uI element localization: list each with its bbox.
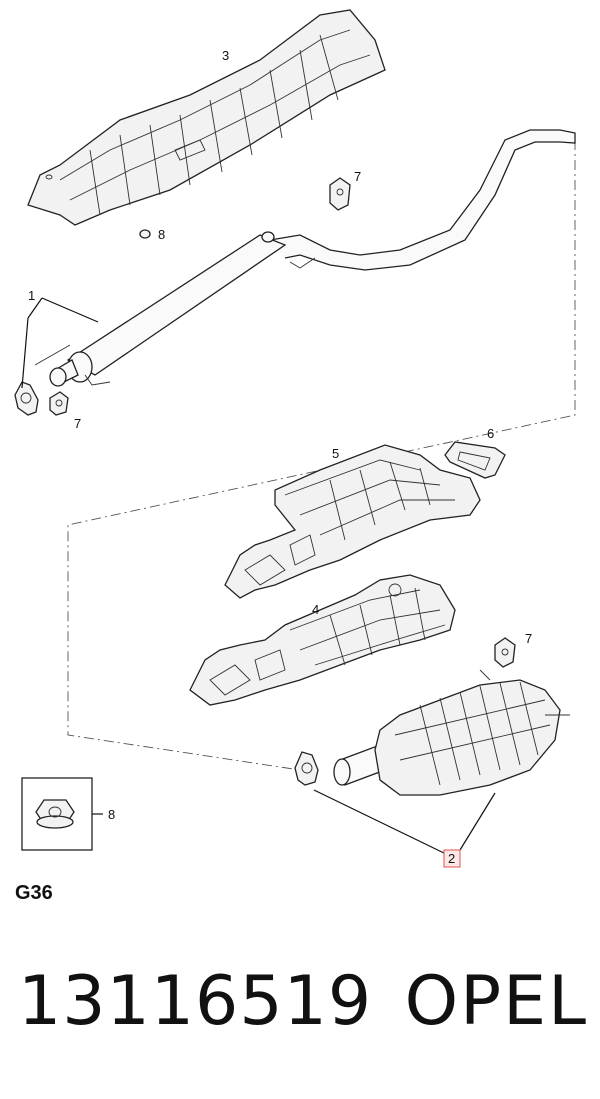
callout-7-top: 7 xyxy=(354,169,361,184)
brand-name: OPEL xyxy=(404,962,588,1041)
nut-small xyxy=(139,229,151,239)
rubber-hanger-top xyxy=(329,177,351,211)
heat-shield-bracket xyxy=(444,441,506,479)
callout-7-right: 7 xyxy=(525,631,532,646)
callout-4: 4 xyxy=(312,602,319,617)
callout-8-top: 8 xyxy=(158,227,165,242)
upper-heat-shield xyxy=(27,9,386,226)
section-label: G36 xyxy=(15,882,53,904)
callout-6: 6 xyxy=(487,426,494,441)
clamp-front xyxy=(14,381,39,416)
exhaust-system-diagram: 1 3 7 8 7 6 5 4 7 8 2 xyxy=(14,9,576,868)
callout-2-highlight-box xyxy=(443,849,461,868)
rubber-hanger-left xyxy=(49,391,69,416)
callout-7-left: 7 xyxy=(74,416,81,431)
leader-lines xyxy=(21,297,496,856)
rear-heat-shield-5 xyxy=(224,444,481,599)
rear-muffler xyxy=(333,669,570,796)
callout-8-inset: 8 xyxy=(108,807,115,822)
part-number: 13116519 xyxy=(18,962,373,1041)
rear-heat-shield-4 xyxy=(189,574,456,706)
callout-5: 5 xyxy=(332,446,339,461)
callout-2: 2 xyxy=(448,851,455,866)
clamp-rear xyxy=(294,751,319,786)
rubber-hanger-right xyxy=(494,637,516,668)
nut-detail-inset xyxy=(21,777,93,851)
callout-3: 3 xyxy=(222,48,229,63)
front-muffler-pipe xyxy=(34,129,576,387)
callout-1: 1 xyxy=(28,288,35,303)
assembly-guide-lines xyxy=(67,140,576,771)
